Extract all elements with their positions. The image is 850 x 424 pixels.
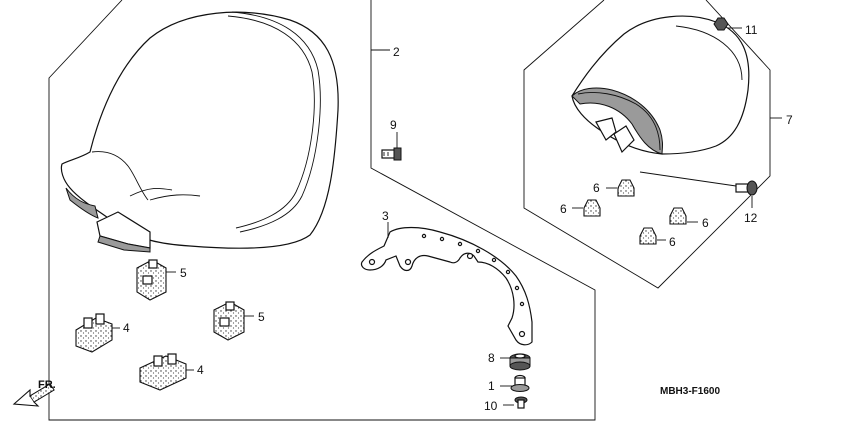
callout-4b: 4 xyxy=(197,363,204,377)
seat-rubber-block-4a xyxy=(75,313,120,353)
callout-3: 3 xyxy=(382,209,389,223)
callout-9: 9 xyxy=(390,118,397,132)
pillion-seat xyxy=(571,15,750,155)
cushion-6d xyxy=(639,227,666,245)
seat-bracket-3 xyxy=(360,222,533,346)
callout-12: 12 xyxy=(744,211,758,225)
seat-rubber-block-5b xyxy=(213,301,254,341)
callout-5a: 5 xyxy=(180,266,187,280)
callout-1: 1 xyxy=(488,379,495,393)
callout-7: 7 xyxy=(786,113,793,127)
callout-6c: 6 xyxy=(702,216,709,230)
diagram-code: MBH3-F1600 xyxy=(660,386,720,397)
callout-6a: 6 xyxy=(593,181,600,195)
bolt-12 xyxy=(639,171,758,208)
callout-5b: 5 xyxy=(258,310,265,324)
cushion-6c xyxy=(669,207,698,225)
pillion-seat-group-outline xyxy=(523,0,782,289)
callout-6d: 6 xyxy=(669,235,676,249)
seat-rubber-block-4b xyxy=(139,353,194,391)
callout-4a: 4 xyxy=(123,321,130,335)
cushion-6a xyxy=(606,179,635,197)
seat-rubber-block-5a xyxy=(136,259,176,301)
screw-10 xyxy=(503,396,528,409)
nut-11 xyxy=(713,17,742,31)
bolt-9 xyxy=(381,132,402,161)
callout-10: 10 xyxy=(484,399,498,413)
main-seat-group-outline xyxy=(48,0,596,421)
collar-1 xyxy=(500,374,530,392)
callout-6b: 6 xyxy=(560,202,567,216)
cushion-6b xyxy=(572,199,601,217)
callout-2: 2 xyxy=(393,45,400,59)
front-direction-label: FR. xyxy=(38,379,56,391)
rider-seat xyxy=(60,11,339,253)
callout-8: 8 xyxy=(488,351,495,365)
grommet-8 xyxy=(500,353,531,371)
front-direction-arrow: FR. xyxy=(12,379,56,407)
callout-11: 11 xyxy=(745,23,758,37)
